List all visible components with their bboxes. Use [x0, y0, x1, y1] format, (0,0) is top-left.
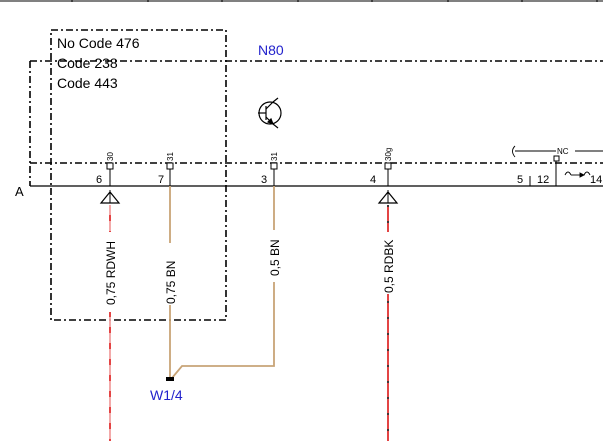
pin-4-number: 4 [370, 174, 376, 186]
pin-4-terminal: 30g [384, 148, 393, 161]
pin-3: 31 3 [261, 152, 279, 186]
n80-component-box [29, 60, 603, 186]
wire-bn-05 [171, 186, 275, 379]
top-table-border [0, 0, 603, 2]
pin-6: 30 6 [96, 152, 115, 186]
component-label: N80 [258, 42, 284, 58]
pin-4: 30g 4 [370, 148, 393, 186]
nc-bracket [512, 145, 603, 178]
code-condition-box [50, 29, 227, 321]
condition-text-3: Code 443 [57, 75, 118, 91]
wire-bn-05-label: 0,5 BN [268, 239, 282, 276]
wire-rdwh [99, 190, 121, 441]
pin-7: 31 7 [158, 152, 175, 186]
pin-7-terminal: 31 [166, 152, 175, 161]
pin-14-number: 14 [590, 174, 602, 186]
pin-6-number: 6 [96, 174, 102, 186]
pin-3-number: 3 [261, 174, 267, 186]
pin-5-number: 5 [517, 174, 523, 186]
pin-6-terminal: 30 [106, 152, 115, 161]
pin-14: 14 [590, 174, 602, 186]
wire-rdwh-label: 0,75 RDWH [104, 241, 118, 305]
ground-point-label: W1/4 [150, 387, 183, 403]
wire-rdbk-label: 0,5 RDBK [382, 240, 396, 293]
pin-12: 12 [537, 155, 560, 186]
wire-bn-075-label: 0,75 BN [164, 261, 178, 304]
transistor-icon [258, 97, 282, 129]
ground-point-marker [166, 377, 174, 381]
pin-12-number: 12 [537, 174, 549, 186]
connector-label: A [15, 184, 24, 199]
condition-text-2: Code 238 [57, 55, 118, 71]
pin-5: 5 [517, 174, 531, 186]
wire-rdbk [377, 190, 399, 441]
pin-3-terminal: 31 [270, 152, 279, 161]
pin-7-number: 7 [158, 174, 164, 186]
condition-text-1: No Code 476 [57, 35, 140, 51]
nc-label: NC [557, 147, 569, 156]
